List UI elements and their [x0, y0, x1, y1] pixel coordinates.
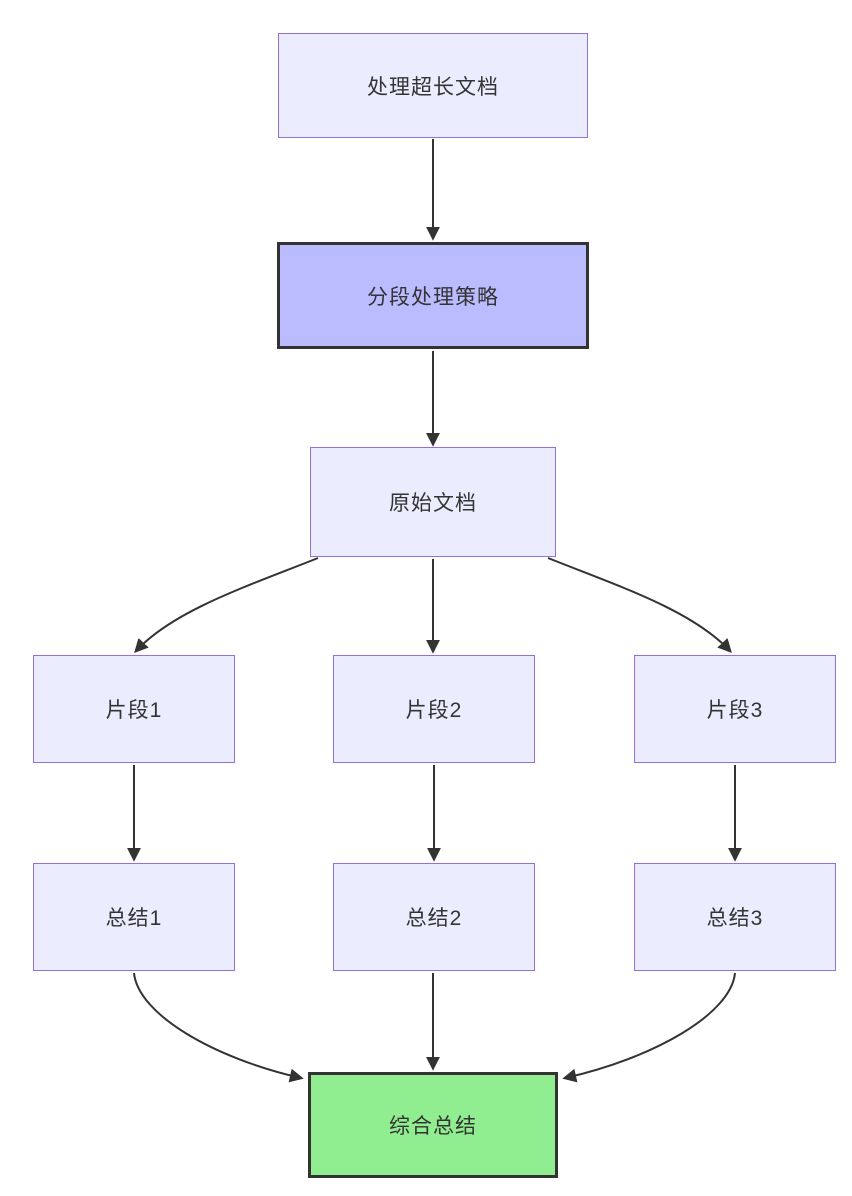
node-label: 片段3: [706, 699, 764, 722]
node-summary-3: 总结3: [634, 863, 836, 971]
node-label: 处理超长文档: [367, 75, 499, 99]
edge-summary1-to-final: [133, 972, 304, 1083]
node-label: 原始文档: [389, 492, 477, 515]
edge-source-to-chunk1: [134, 557, 319, 654]
node-chunk-3: 片段3: [634, 655, 836, 763]
node-label: 综合总结: [389, 1115, 477, 1138]
node-label: 总结2: [405, 907, 463, 930]
node-label: 片段2: [405, 699, 463, 722]
node-label: 片段1: [105, 699, 163, 722]
node-original-document: 原始文档: [310, 447, 556, 557]
node-summary-1: 总结1: [33, 863, 235, 971]
node-label: 总结1: [105, 907, 163, 930]
node-label: 总结3: [706, 907, 764, 930]
node-label: 分段处理策略: [367, 285, 499, 309]
node-final-summary: 综合总结: [308, 1072, 558, 1178]
edge-summary3-to-final: [562, 972, 736, 1083]
node-chunk-2: 片段2: [333, 655, 535, 763]
node-summary-2: 总结2: [333, 863, 535, 971]
node-process-long-document: 处理超长文档: [278, 33, 588, 138]
node-chunk-1: 片段1: [33, 655, 235, 763]
node-segmentation-strategy: 分段处理策略: [277, 242, 589, 349]
edge-source-to-chunk3: [547, 557, 732, 654]
